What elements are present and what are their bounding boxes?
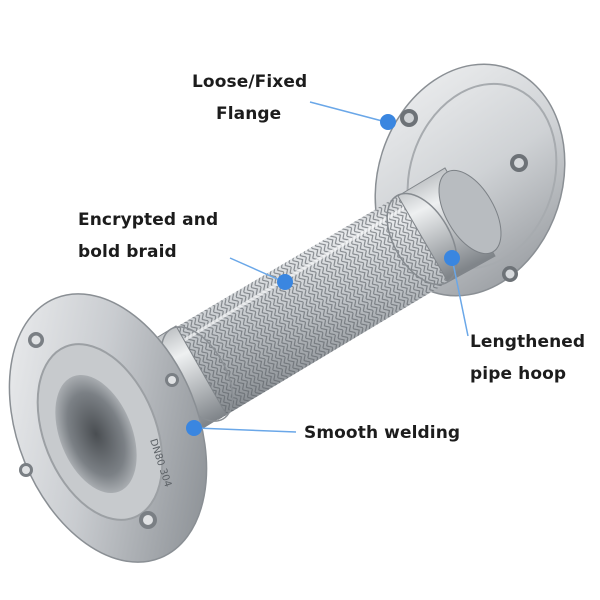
- pipe-hoop: [386, 167, 502, 286]
- welding-callout: Smooth welding: [304, 417, 460, 449]
- weld-marker: [186, 420, 202, 436]
- braid-callout-line2: bold braid: [78, 242, 177, 262]
- flange-callout: Loose/Fixed Flange: [192, 66, 307, 130]
- hoop-callout-line1: Lengthened: [470, 332, 586, 352]
- front-flange: DN80 304: [8, 293, 208, 563]
- braid-marker: [277, 274, 293, 290]
- hoop-callout-line2: pipe hoop: [470, 364, 567, 384]
- welding-callout-line1: Smooth welding: [304, 423, 461, 443]
- hoop-callout: Lengthened pipe hoop: [470, 326, 585, 390]
- flange-marker: [380, 114, 396, 130]
- flange-callout-line1: Loose/Fixed: [192, 72, 308, 92]
- braid-callout-line1: Encrypted and: [78, 210, 219, 230]
- braid-callout: Encrypted and bold braid: [78, 204, 218, 268]
- flange-callout-line2: Flange: [216, 104, 282, 124]
- hoop-marker: [444, 250, 460, 266]
- callout-leaders: [195, 101, 469, 433]
